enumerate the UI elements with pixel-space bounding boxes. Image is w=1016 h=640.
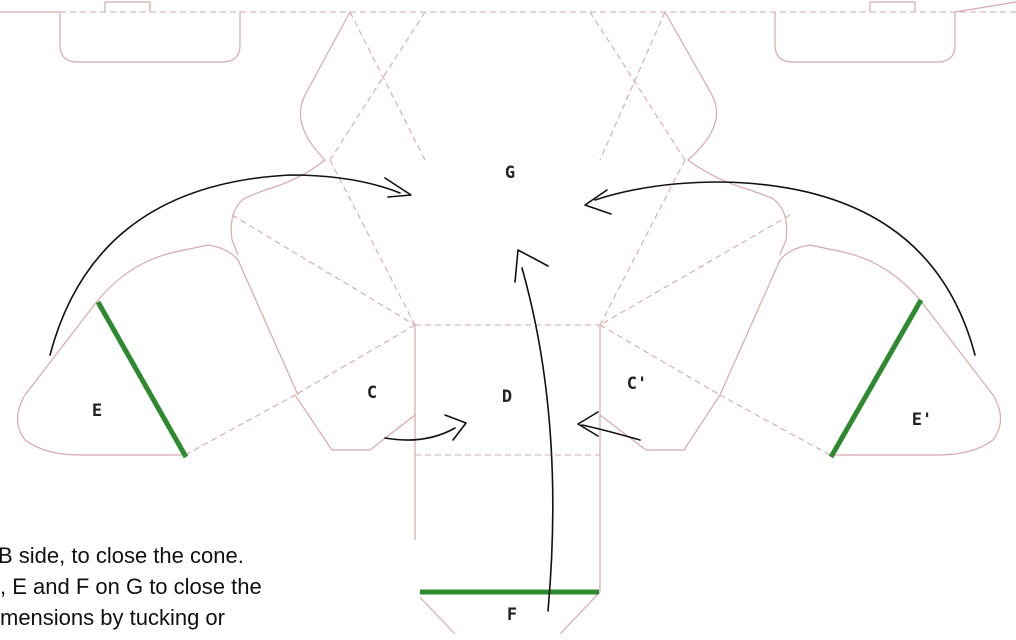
panel-c-outline [294,394,416,451]
panel-label-e: E [92,401,102,421]
cut-lines [16,11,1002,634]
panel-label-c: C [367,383,377,403]
panel-labels: G D C C' E E' F [92,163,932,625]
arrow-e-prime-to-g [594,181,976,356]
panel-e-prime-outline [719,244,1002,456]
instruction-line-2: , E and F on G to close the [0,574,262,599]
arrow-e-prime-to-g-head [584,189,612,215]
top-left-notch [104,1,151,12]
panel-c-prime-outline [599,394,721,451]
arrow-c-to-d [384,427,456,441]
top-edge [0,1,1016,63]
arrow-e-to-g [49,174,401,356]
glue-edges [95,298,924,595]
fold-lines [184,11,831,456]
arrow-c-prime-to-d-head [577,411,599,437]
arrow-c-prime-to-d [581,424,641,441]
panel-label-c-prime: C' [627,374,647,394]
left-upper-tab [230,11,351,256]
arrow-c-to-d-head [444,414,467,441]
panel-label-f: F [507,605,517,625]
panel-label-d: D [502,387,512,407]
panel-e-outline [16,244,299,456]
panel-f-outline [414,591,601,634]
glue-edge-e [95,300,189,459]
right-upper-tab [664,11,788,256]
instruction-line-1: B side, to close the cone. [0,543,244,568]
instruction-line-3: mensions by tucking or [0,605,225,630]
top-left-tab [59,12,241,63]
top-right-notch [869,1,916,12]
glue-edge-e-prime [828,298,924,459]
panel-label-e-prime: E' [912,410,932,430]
top-right-tab [774,12,956,63]
arrow-f-to-g-head [514,249,549,283]
arrow-e-to-g-head [384,177,412,198]
fold-arrows [49,174,976,612]
arrow-f-to-g [521,267,554,612]
panel-d-outline [414,325,601,592]
panel-label-g: G [505,163,515,183]
instructions-text: B side, to close the cone. , E and F on … [0,540,420,640]
